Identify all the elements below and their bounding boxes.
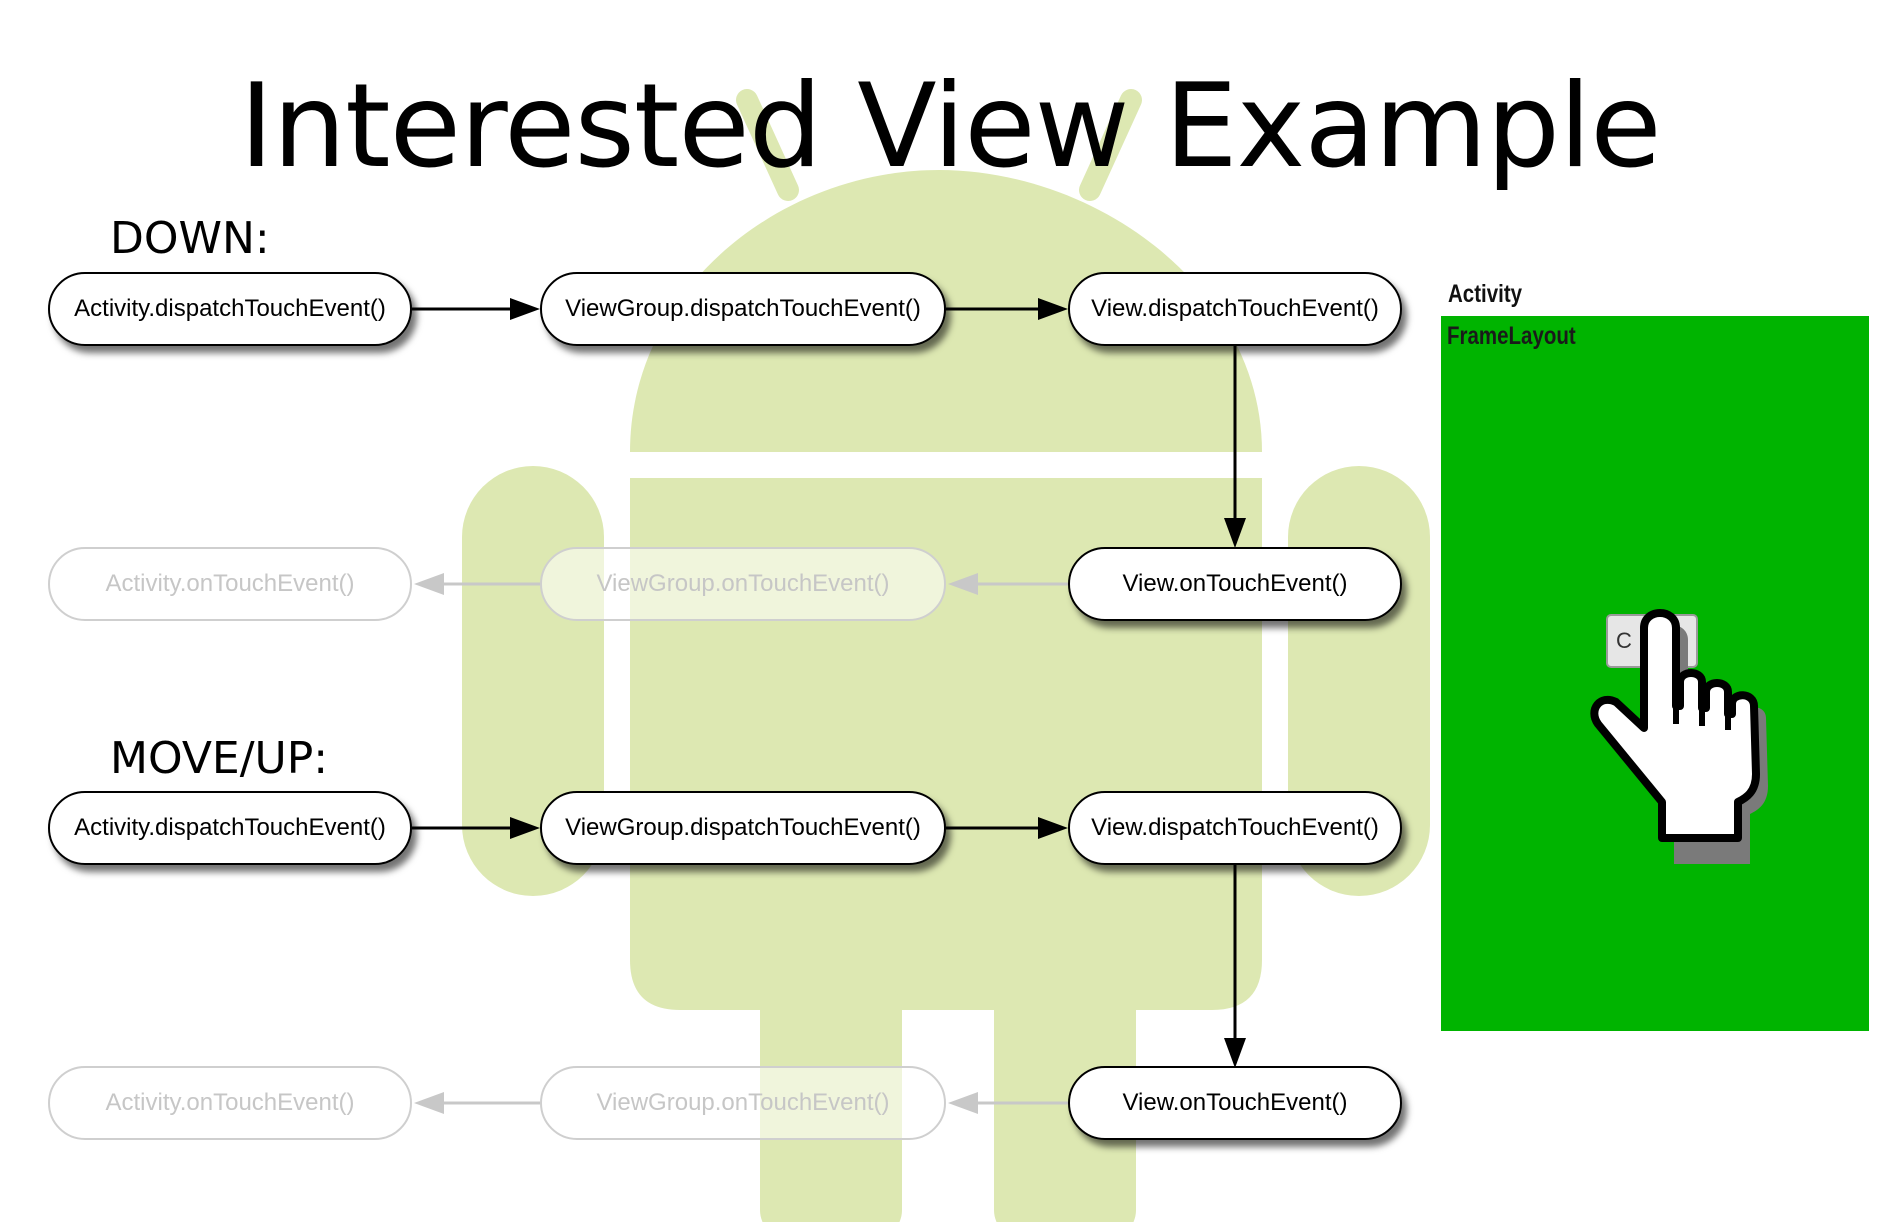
down-dispatch-arrows [412,298,1246,548]
down-ontouch-arrows [414,573,1068,595]
down-view-ontouch-node: View.onTouchEvent() [1068,547,1402,621]
moveup-ontouch-arrows [414,1092,1068,1114]
down-activity-ontouch-node: Activity.onTouchEvent() [48,547,412,621]
down-viewgroup-dispatch-node: ViewGroup.dispatchTouchEvent() [540,272,946,346]
moveup-view-ontouch-node: View.onTouchEvent() [1068,1066,1402,1140]
moveup-activity-dispatch-node: Activity.dispatchTouchEvent() [48,791,412,865]
moveup-view-dispatch-node: View.dispatchTouchEvent() [1068,791,1402,865]
pointing-hand-icon [1590,609,1768,864]
slide-title: Interested View Example [239,59,1661,194]
down-viewgroup-ontouch-node: ViewGroup.onTouchEvent() [540,547,946,621]
phone-activity-label: Activity [1448,280,1523,308]
down-section-label: DOWN: [110,213,270,264]
moveup-viewgroup-ontouch-node: ViewGroup.onTouchEvent() [540,1066,946,1140]
moveup-viewgroup-dispatch-node: ViewGroup.dispatchTouchEvent() [540,791,946,865]
phone-framelayout-label: FrameLayout [1447,322,1576,350]
down-activity-dispatch-node: Activity.dispatchTouchEvent() [48,272,412,346]
down-view-dispatch-node: View.dispatchTouchEvent() [1068,272,1402,346]
moveup-dispatch-arrows [412,817,1246,1068]
moveup-activity-ontouch-node: Activity.onTouchEvent() [48,1066,412,1140]
move-up-section-label: MOVE/UP: [110,733,329,784]
